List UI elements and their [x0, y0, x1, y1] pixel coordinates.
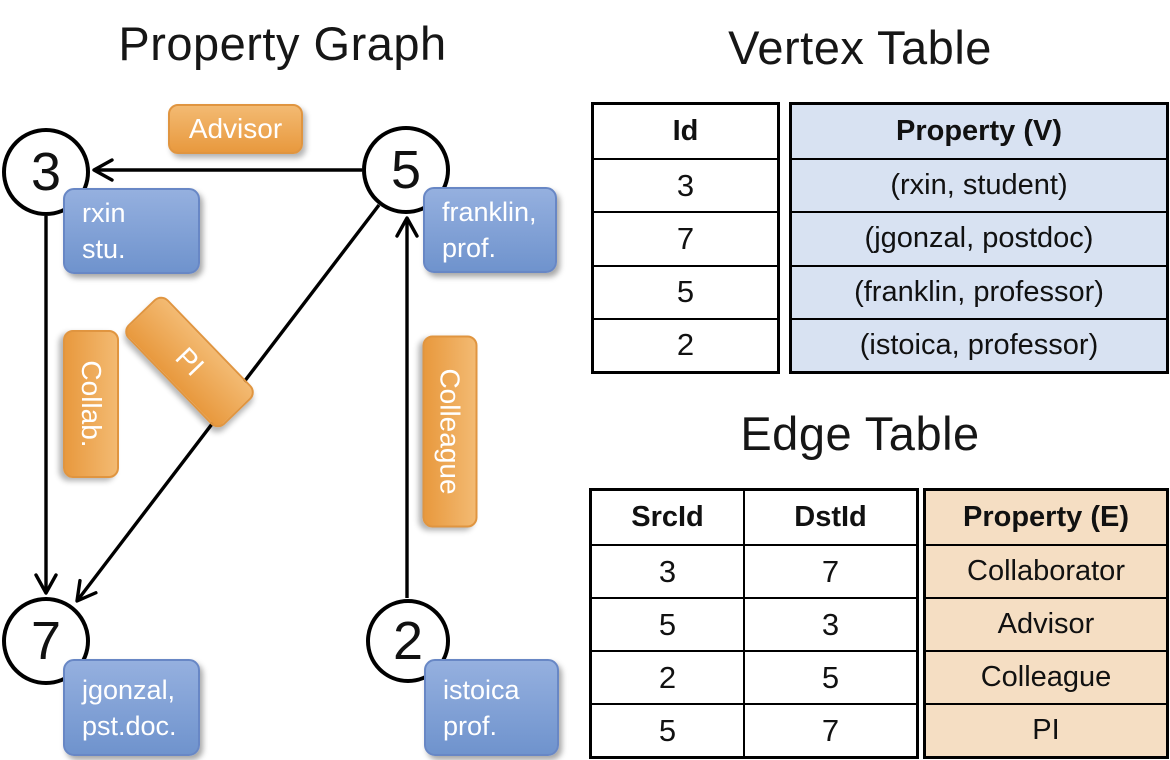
table-cell: Colleague: [926, 650, 1166, 703]
edge-table-property-column: Property (E) Collaborator Advisor Collea…: [923, 488, 1169, 759]
edge-table-title: Edge Table: [740, 407, 980, 460]
vertex-label-jgonzal: jgonzal, pst.doc.: [63, 659, 200, 756]
table-cell: (istoica, professor): [792, 317, 1166, 371]
vertex-table-header-property: Property (V): [896, 115, 1062, 148]
table-cell: 5: [594, 264, 777, 318]
table-cell: 7: [743, 544, 916, 597]
property-graph-title: Property Graph: [118, 17, 447, 70]
label-line: franklin,: [442, 197, 537, 227]
table-cell: 5: [592, 597, 743, 650]
edge-label-advisor: Advisor: [168, 104, 303, 154]
node-id: 2: [392, 611, 424, 671]
vertex-table-title: Vertex Table: [728, 21, 992, 74]
table-cell: 7: [743, 703, 916, 756]
vertex-table-property-column: Property (V) (rxin, student) (jgonzal, p…: [789, 102, 1169, 374]
node-id: 5: [390, 140, 422, 200]
table-cell: 5: [592, 703, 743, 756]
label-line: rxin: [82, 198, 126, 228]
vertex-label-rxin: rxin stu.: [63, 188, 200, 274]
edge-label-colleague: Colleague: [422, 335, 478, 528]
vertex-table-id-column: Id 3 7 5 2: [591, 102, 780, 374]
label-line: jgonzal,: [82, 674, 176, 705]
edge-table-header-property: Property (E): [963, 501, 1129, 533]
edge-table-header-dstid: DstId: [743, 491, 916, 544]
table-cell: Collaborator: [926, 544, 1166, 597]
label-line: stu.: [82, 234, 126, 264]
edge-table-header-srcid: SrcId: [631, 501, 704, 533]
table-cell: 3: [592, 544, 743, 597]
table-cell: 5: [743, 650, 916, 703]
table-cell: (franklin, professor): [792, 264, 1166, 318]
vertex-table-header-id: Id: [672, 115, 699, 148]
table-cell: 3: [743, 597, 916, 650]
table-cell: Advisor: [926, 597, 1166, 650]
table-cell: 7: [594, 211, 777, 264]
node-id: 3: [30, 142, 62, 202]
vertex-label-franklin: franklin, prof.: [423, 187, 557, 273]
graph-node-5: 5: [362, 126, 450, 214]
node-id: 7: [30, 611, 62, 671]
table-cell: PI: [926, 703, 1166, 756]
table-cell: (rxin, student): [792, 158, 1166, 211]
table-cell: 2: [594, 317, 777, 371]
graph-node-2: 2: [366, 599, 450, 683]
label-line: prof.: [443, 710, 498, 741]
edge-table-id-columns: SrcId DstId 3 7 5 3 2 5 5 7: [589, 488, 919, 759]
label-line: istoica: [443, 674, 520, 705]
label-line: prof.: [442, 233, 497, 263]
table-cell: 2: [592, 650, 743, 703]
label-line: pst.doc.: [82, 710, 177, 741]
table-cell: (jgonzal, postdoc): [792, 211, 1166, 264]
table-cell: 3: [594, 158, 777, 211]
edge-label-collab: Collab.: [63, 330, 119, 478]
vertex-label-istoica: istoica prof.: [424, 659, 559, 756]
